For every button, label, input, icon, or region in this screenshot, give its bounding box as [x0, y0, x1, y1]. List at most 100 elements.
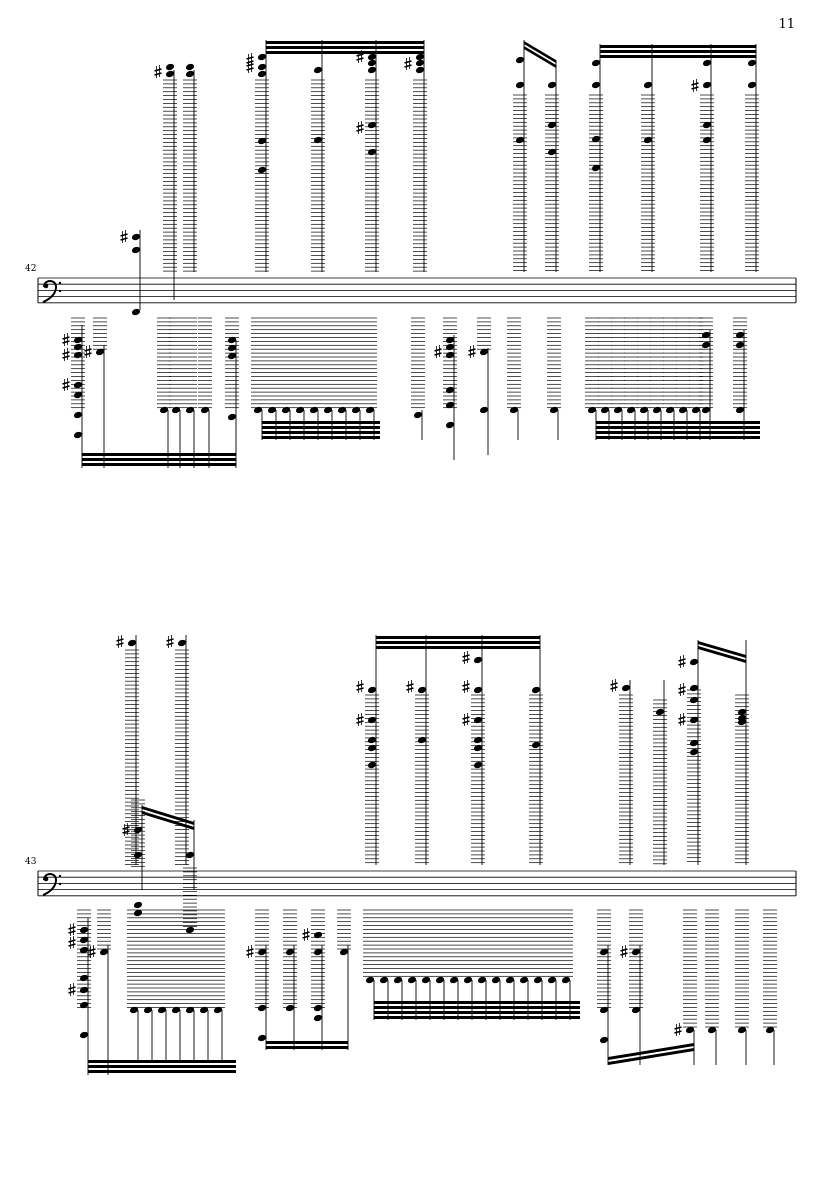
chord: [624, 317, 638, 440]
sharp-bar: [154, 68, 162, 72]
notehead: [463, 976, 473, 984]
notehead: [165, 63, 175, 71]
beam-group: [376, 636, 540, 649]
notehead: [747, 59, 757, 67]
ledger-lines: [683, 909, 697, 1028]
sharp-sign: [62, 378, 70, 391]
bass-clef: [42, 280, 62, 303]
sharp-bar: [62, 336, 70, 340]
notehead: [515, 56, 525, 64]
chord: [598, 317, 612, 440]
ledger-lines: [411, 317, 425, 409]
notehead: [367, 716, 377, 724]
sharp-sign: [356, 121, 364, 134]
sharp-bar: [116, 642, 124, 646]
chord: [620, 909, 643, 1065]
beam-segment: [88, 1060, 236, 1063]
beam-group: [374, 1001, 580, 1019]
ledger-lines: [735, 909, 749, 1028]
sharp-bar: [462, 687, 470, 691]
sharp-bar: [68, 990, 76, 994]
notehead: [587, 406, 597, 414]
chord: [302, 909, 325, 1050]
notehead: [702, 121, 712, 129]
sharp-sign: [62, 348, 70, 361]
notehead: [313, 136, 323, 144]
notehead: [479, 406, 489, 414]
ledger-lines: [699, 317, 713, 409]
sharp-sign: [68, 936, 76, 949]
sharp-sign: [246, 945, 254, 958]
chord: [283, 909, 297, 1050]
ledger-lines: [311, 909, 325, 1008]
notehead: [227, 336, 237, 344]
sharp-sign: [84, 345, 92, 358]
notehead: [707, 1026, 717, 1034]
notehead: [367, 761, 377, 769]
notehead: [281, 406, 291, 414]
notehead: [79, 1031, 89, 1039]
ledger-lines: [545, 909, 559, 977]
ledger-lines: [225, 317, 239, 409]
notehead: [79, 974, 89, 982]
notehead: [689, 658, 699, 666]
ledger-lines: [611, 317, 625, 409]
bass-clef-curve: [42, 873, 58, 896]
ledger-lines: [733, 317, 747, 409]
sharp-bar: [84, 352, 92, 356]
notehead: [95, 348, 105, 356]
notehead: [473, 656, 483, 664]
notehead: [689, 739, 699, 747]
notehead: [257, 1004, 267, 1012]
sharp-bar: [678, 720, 686, 724]
beam-segment: [142, 806, 194, 825]
ledger-lines: [255, 79, 269, 272]
notehead: [435, 976, 445, 984]
chord: [279, 317, 293, 440]
sharp-bar: [68, 930, 76, 934]
notehead: [257, 53, 267, 61]
notehead: [445, 401, 455, 409]
sharp-bar: [68, 943, 76, 947]
ledger-lines: [141, 909, 155, 1008]
chord: [84, 317, 107, 468]
sharp-bar: [166, 638, 174, 642]
notehead: [631, 948, 641, 956]
sharp-bar: [88, 948, 96, 952]
sharp-bar: [610, 686, 618, 690]
notehead: [445, 386, 455, 394]
sharp-bar: [166, 642, 174, 646]
notehead: [533, 976, 543, 984]
chord: [183, 909, 197, 1060]
sharp-bar: [356, 57, 364, 61]
notehead: [689, 696, 699, 704]
notehead: [531, 686, 541, 694]
ledger-lines: [293, 317, 307, 409]
notehead: [73, 343, 83, 351]
notehead: [213, 1006, 223, 1014]
ledger-lines: [433, 909, 447, 977]
chord: [155, 909, 169, 1060]
sharp-bar: [62, 385, 70, 389]
notehead: [313, 66, 323, 74]
sharp-sign: [302, 928, 310, 941]
notehead: [129, 1006, 139, 1014]
notehead: [171, 1006, 181, 1014]
chord: [120, 230, 141, 316]
sharp-bar: [246, 948, 254, 952]
beam-segment: [266, 46, 424, 49]
notehead: [689, 716, 699, 724]
notehead: [73, 351, 83, 359]
ledger-lines: [197, 909, 211, 1008]
notehead: [323, 406, 333, 414]
ledger-lines: [663, 317, 677, 409]
chord: [141, 909, 155, 1060]
notehead: [600, 406, 610, 414]
ledger-lines: [689, 317, 703, 409]
sharp-bar: [468, 352, 476, 356]
sharp-sign: [610, 679, 618, 692]
ledger-lines: [183, 317, 197, 409]
beam-segment: [698, 646, 746, 663]
ledger-lines: [413, 79, 427, 272]
chord: [676, 317, 690, 440]
